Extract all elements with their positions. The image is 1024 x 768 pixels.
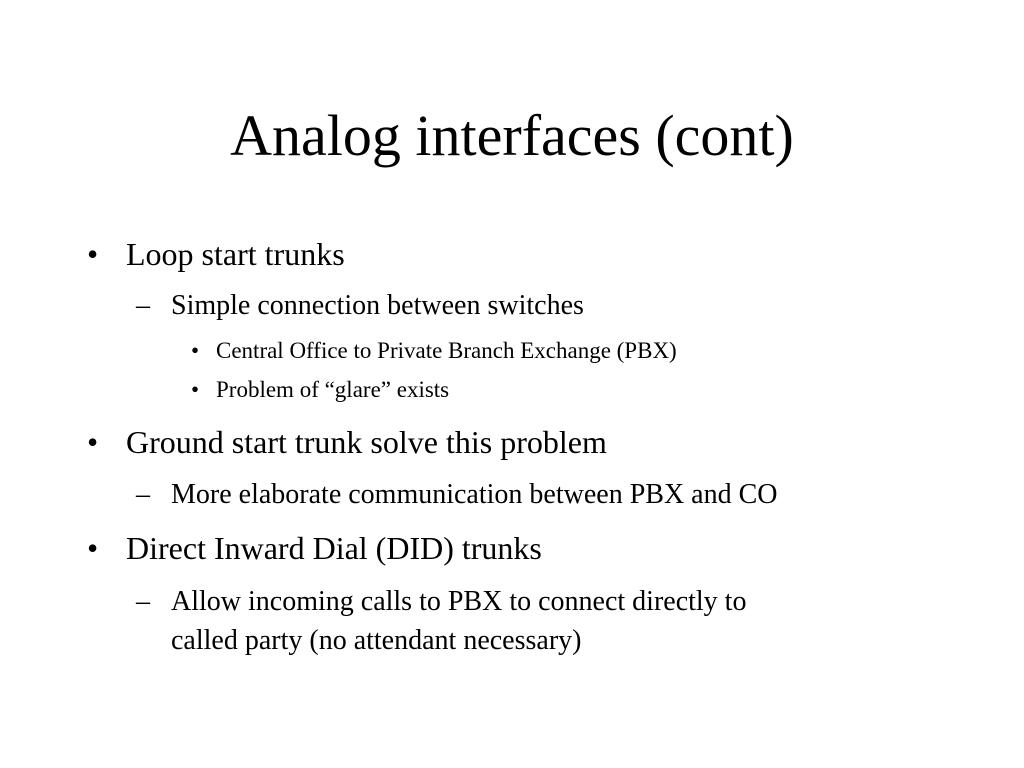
bullet-marker: • xyxy=(191,338,200,363)
dash-marker: – xyxy=(136,586,150,617)
sub-sub-bullet-item: • Central Office to Private Branch Excha… xyxy=(191,336,677,366)
sub-sub-bullet-text: Problem of “glare” exists xyxy=(216,377,450,402)
dash-marker: – xyxy=(136,290,150,321)
bullet-marker: • xyxy=(191,377,200,402)
sub-bullet-text: Allow incoming calls to PBX to connect d… xyxy=(171,586,747,617)
sub-bullet-item: – More elaborate communication between P… xyxy=(136,475,778,515)
bullet-item: • Loop start trunks xyxy=(87,234,345,274)
bullet-text: Ground start trunk solve this problem xyxy=(126,424,607,460)
sub-bullet-item: – Allow incoming calls to PBX to connect… xyxy=(136,582,747,622)
sub-bullet-continuation: called party (no attendant necessary) xyxy=(171,621,581,661)
bullet-marker: • xyxy=(87,530,99,566)
sub-bullet-text: called party (no attendant necessary) xyxy=(171,625,582,656)
sub-bullet-text: Simple connection between switches xyxy=(171,290,584,321)
bullet-text: Direct Inward Dial (DID) trunks xyxy=(126,530,542,566)
bullet-text: Loop start trunks xyxy=(126,236,345,272)
sub-bullet-item: – Simple connection between switches xyxy=(136,286,584,326)
sub-sub-bullet-item: • Problem of “glare” exists xyxy=(191,375,450,405)
bullet-marker: • xyxy=(87,236,99,272)
bullet-item: • Ground start trunk solve this problem xyxy=(87,422,607,462)
sub-bullet-text: More elaborate communication between PBX… xyxy=(171,479,778,510)
bullet-item: • Direct Inward Dial (DID) trunks xyxy=(87,528,542,568)
slide-title: Analog interfaces (cont) xyxy=(230,103,794,168)
sub-sub-bullet-text: Central Office to Private Branch Exchang… xyxy=(216,338,677,363)
bullet-marker: • xyxy=(87,424,99,460)
dash-marker: – xyxy=(136,479,150,510)
